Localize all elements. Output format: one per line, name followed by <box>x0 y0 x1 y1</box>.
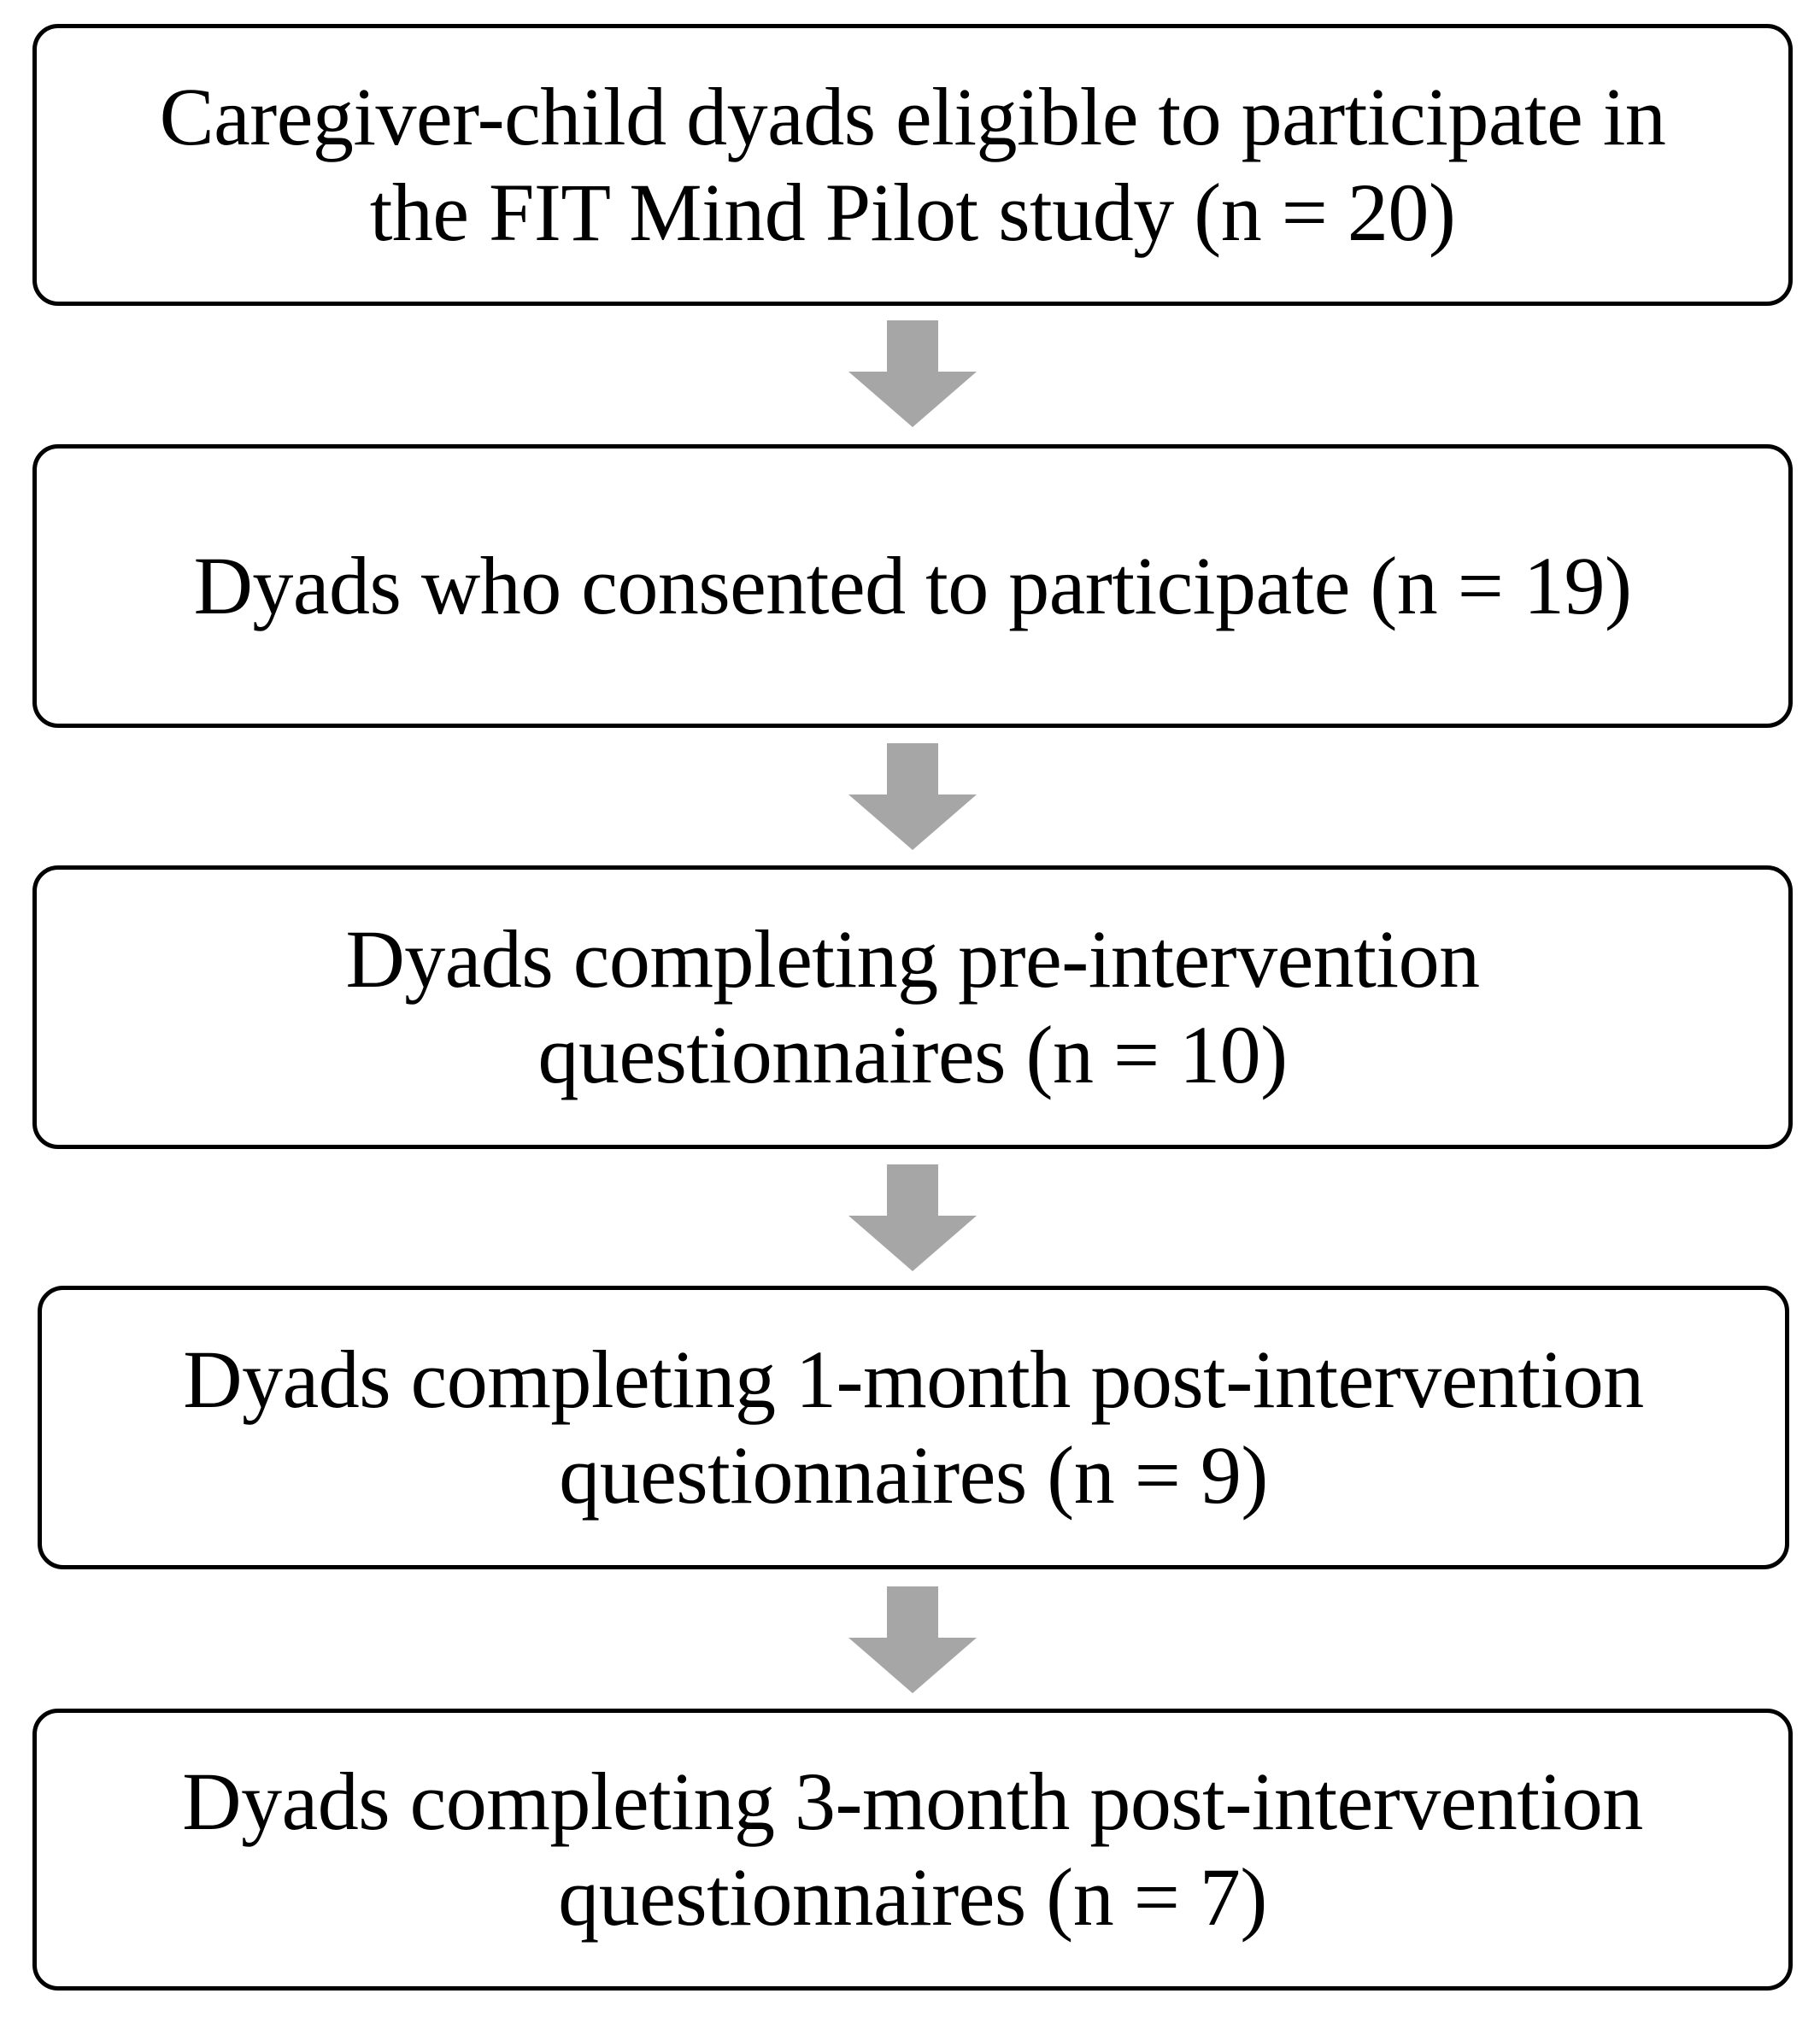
flow-step-text: Caregiver-child dyads eligible to partic… <box>159 71 1666 258</box>
flow-step-text: Dyads completing 3-month post-interventi… <box>182 1756 1643 1943</box>
flow-step-pre-intervention: Dyads completing pre-intervention questi… <box>32 865 1793 1149</box>
flow-step-consented: Dyads who consented to participate (n = … <box>32 444 1793 728</box>
down-arrow-icon <box>848 1586 977 1693</box>
down-arrow-icon <box>848 743 977 850</box>
flow-step-text: Dyads who consented to participate (n = … <box>193 540 1632 631</box>
flow-step-text: Dyads completing 1-month post-interventi… <box>183 1334 1644 1521</box>
flow-step-1-month-post: Dyads completing 1-month post-interventi… <box>38 1286 1789 1569</box>
down-arrow-icon <box>848 320 977 427</box>
flow-step-3-month-post: Dyads completing 3-month post-interventi… <box>32 1709 1793 1991</box>
flow-step-text: Dyads completing pre-intervention questi… <box>345 913 1480 1100</box>
flow-step-eligible: Caregiver-child dyads eligible to partic… <box>32 24 1793 306</box>
down-arrow-icon <box>848 1164 977 1271</box>
